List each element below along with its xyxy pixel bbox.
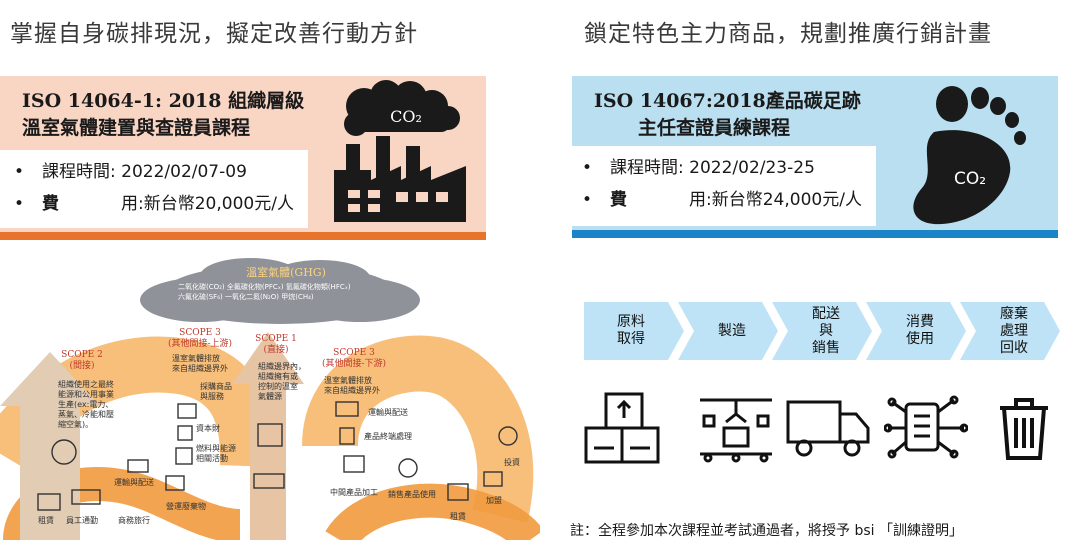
lease-up-icon	[37, 493, 61, 511]
scope1-arrow	[232, 332, 304, 540]
scope3-down-label: SCOPE 3 (其他間接-下游)	[321, 348, 387, 369]
lifecycle-chevrons	[584, 302, 1060, 360]
item-travel: 商務旅行	[118, 516, 150, 525]
invest-icon	[498, 426, 518, 446]
right-course-title-line1: ISO 14067:2018產品碳足跡	[594, 90, 861, 112]
ghg-cloud	[140, 258, 420, 324]
ghg-scope-diagram	[0, 258, 540, 540]
ghg-gases-line1: 二氧化碳(CO₂) 全氟碳化物(PFCₓ) 氫氟碳化物類(HFCₓ)	[178, 283, 351, 291]
right-course-date: •課程時間: 2022/02/23-25	[582, 158, 815, 178]
step-consumption: 消費 使用	[906, 314, 934, 347]
scope3-down-arrow	[302, 335, 534, 523]
item-franchise: 加盟	[486, 496, 502, 505]
item-commute: 員工通勤	[66, 516, 98, 525]
capital-icon	[177, 425, 193, 441]
factory-co2-icon: CO₂	[334, 80, 466, 222]
left-fee-text: 用:新台幣20,000元/人	[121, 194, 294, 214]
scope2-label: SCOPE 2 (間接)	[61, 350, 103, 371]
right-fee-text: 用:新台幣24,000元/人	[689, 190, 862, 210]
purchase-icon	[177, 403, 197, 419]
item-lease-down: 租賃	[450, 512, 466, 521]
left-course-date: •課程時間: 2022/02/07-09	[14, 162, 247, 182]
item-transport-up: 運輸與配送	[114, 478, 154, 487]
scope1-label: SCOPE 1 (直接)	[255, 334, 297, 355]
step-distribution: 配送 與 銷售	[812, 305, 840, 356]
left-course-fee: •費用:新台幣20,000元/人	[14, 194, 294, 214]
step-disposal: 廢棄 處理 回收	[1000, 305, 1028, 356]
item-capital: 資本財	[196, 424, 220, 433]
step-raw-material: 原料 取得	[617, 314, 645, 347]
franchise-icon	[483, 471, 503, 487]
fuel-icon	[175, 447, 193, 465]
right-accent-bar	[572, 230, 1058, 238]
right-course-title-line2: 主任查證員練課程	[638, 117, 791, 139]
processing-icon	[343, 455, 365, 473]
chevron-disposal	[960, 302, 1060, 360]
chevron-distribution	[772, 302, 872, 360]
left-accent-bar	[0, 232, 486, 240]
scope3-down-desc: 溫室氣體排放 來自組織邊界外	[324, 376, 380, 395]
item-processing: 中間產品加工	[330, 488, 378, 497]
plant-icon	[257, 423, 283, 447]
manufacturing-robot-icon	[700, 398, 772, 463]
item-invest: 投資	[504, 458, 520, 467]
boxes-icon	[584, 392, 660, 464]
waste-ops-icon	[165, 475, 185, 491]
left-course-title-line2: 溫室氣體建置與查證員課程	[22, 117, 251, 139]
energy-icon	[51, 439, 77, 465]
scope2-arrow	[0, 352, 100, 540]
lease-down-icon	[447, 483, 469, 501]
right-date-text: 課程時間: 2022/02/23-25	[610, 158, 815, 178]
item-use: 銷售產品使用	[388, 490, 436, 499]
lower-right-arrow	[325, 483, 540, 540]
trash-bin-icon	[1000, 398, 1048, 460]
scope2-desc: 組織使用之最終 能源和公用事業 生產(ex:電力、 蒸氣、冷能和壓 縮空氣)。	[58, 380, 114, 429]
right-course-info: •課程時間: 2022/02/23-25 •費用:新台幣24,000元/人	[572, 146, 876, 226]
item-purchase: 採購商品 與服務	[200, 382, 232, 401]
bus-icon	[71, 489, 101, 505]
left-course-title-line1: ISO 14064-1: 2018 組織層級	[22, 90, 305, 112]
item-fuel: 燃料與能源 相關活動	[196, 444, 236, 463]
left-course-info: •課程時間: 2022/02/07-09 •費用:新台幣20,000元/人	[0, 150, 308, 228]
trash-small-icon	[339, 427, 355, 445]
right-course-fee: •費用:新台幣24,000元/人	[582, 190, 862, 210]
certificate-note: 註：全程參加本次課程並考試通過者，將授予 bsi 「訓練證明」	[570, 523, 963, 539]
right-course-card: ISO 14067:2018產品碳足跡 主任查證員練課程 •課程時間: 2022…	[572, 76, 1058, 230]
car-icon	[253, 473, 285, 489]
truck-down-icon	[335, 401, 359, 417]
item-lease-up: 租賃	[38, 516, 54, 525]
left-fee-prefix: 費	[42, 194, 59, 214]
left-course-card: ISO 14064-1: 2018 組織層級 溫室氣體建置與查證員課程 •課程時…	[0, 76, 486, 232]
consumption-tablet-icon	[884, 395, 968, 459]
ghg-gases-line2: 六氟化硫(SF₆) 一氧化二氮(N₂O) 甲烷(CH₄)	[178, 293, 314, 301]
left-headline: 掌握自身碳排現況，擬定改善行動方針	[10, 21, 418, 47]
delivery-truck-icon	[786, 400, 870, 457]
left-date-text: 課程時間: 2022/02/07-09	[42, 162, 247, 182]
use-icon	[398, 458, 418, 478]
item-eol: 產品終端處理	[364, 432, 412, 441]
right-co2-text: CO₂	[954, 169, 986, 189]
left-co2-text: CO₂	[390, 107, 422, 126]
scope3-up-desc: 溫室氣體排放 來自組織邊界外	[172, 354, 228, 373]
chevron-use	[866, 302, 966, 360]
truck-up-icon	[127, 459, 149, 473]
ghg-cloud-title: 溫室氣體(GHG)	[246, 266, 326, 279]
chevron-manufacturing	[678, 302, 778, 360]
right-headline: 鎖定特色主力商品，規劃推廣行銷計畫	[584, 21, 992, 47]
item-transport-down: 運輸與配送	[368, 408, 408, 417]
scope1-desc: 組織邊界內， 組織擁有或 控制的溫室 氣體源	[258, 362, 306, 401]
step-manufacturing: 製造	[718, 322, 746, 339]
footprint-co2-icon: CO₂	[913, 86, 1026, 225]
chevron-raw-material	[584, 302, 684, 360]
item-waste-ops: 營運廢棄物	[166, 502, 206, 511]
scope3-up-label: SCOPE 3 (其他間接-上游)	[167, 328, 233, 349]
right-fee-prefix: 費	[610, 190, 627, 210]
